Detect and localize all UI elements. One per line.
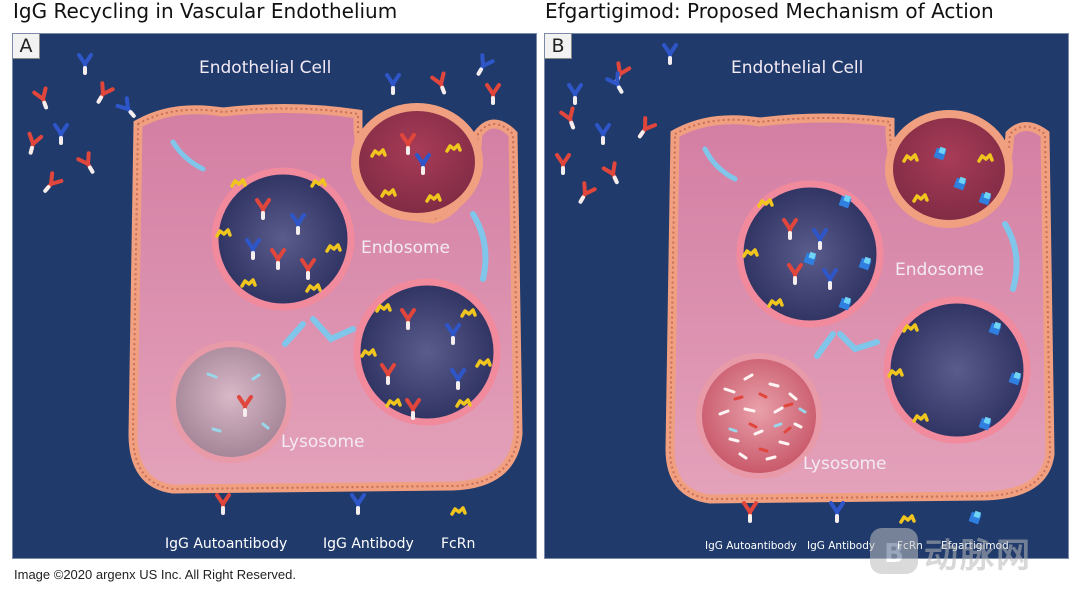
label-endothelial-cell: Endothelial Cell — [199, 58, 332, 78]
legend-efgartigimod: Efgartigimod — [941, 540, 1009, 552]
arrow-to-lysosome — [282, 321, 306, 347]
membrane-pit — [885, 110, 1013, 228]
legend-igg-autoantibody: IgG Autoantibody — [705, 540, 797, 552]
label-endosome: Endosome — [895, 260, 984, 280]
panel-a: A Endothelial Cell Endosome Lysosome IgG… — [12, 33, 537, 559]
panel-b-title: Efgartigimod: Proposed Mechanism of Acti… — [545, 0, 994, 23]
panel-b-diagram — [555, 43, 1055, 525]
legend-fcrn: FcRn — [441, 536, 476, 552]
arrow-to-endosome — [310, 316, 356, 343]
endosome-top — [211, 167, 355, 311]
arrow-recycle — [470, 211, 489, 282]
label-lysosome: Lysosome — [803, 454, 887, 474]
label-endothelial-cell: Endothelial Cell — [731, 58, 864, 78]
legend-igg-autoantibody: IgG Autoantibody — [165, 536, 288, 552]
panel-b: B Endothelial Cell Endosome Lysosome IgG… — [544, 33, 1069, 559]
svg-text:B: B — [884, 539, 904, 569]
copyright-footer: Image ©2020 argenx US Inc. All Right Res… — [14, 567, 297, 582]
endosome-bottom — [353, 278, 501, 426]
panel-a-title: IgG Recycling in Vascular Endothelium — [13, 0, 398, 23]
watermark-text: 动脉网 — [924, 536, 1032, 576]
panel-b-letter: B — [545, 34, 572, 59]
label-endosome: Endosome — [361, 238, 450, 258]
watermark-logo-icon: B — [870, 528, 918, 574]
arrow-uptake — [170, 139, 206, 172]
panel-a-diagram — [22, 53, 523, 516]
legend-igg-antibody: IgG Antibody — [323, 536, 414, 552]
lysosome — [696, 353, 822, 479]
watermark: B 动脉网 — [866, 522, 1076, 582]
legend-igg-antibody: IgG Antibody — [807, 540, 876, 552]
label-lysosome: Lysosome — [281, 432, 365, 452]
membrane-pit — [351, 103, 483, 221]
endosome-bottom — [883, 296, 1031, 444]
lysosome — [170, 341, 292, 463]
panel-a-letter: A — [13, 34, 40, 59]
